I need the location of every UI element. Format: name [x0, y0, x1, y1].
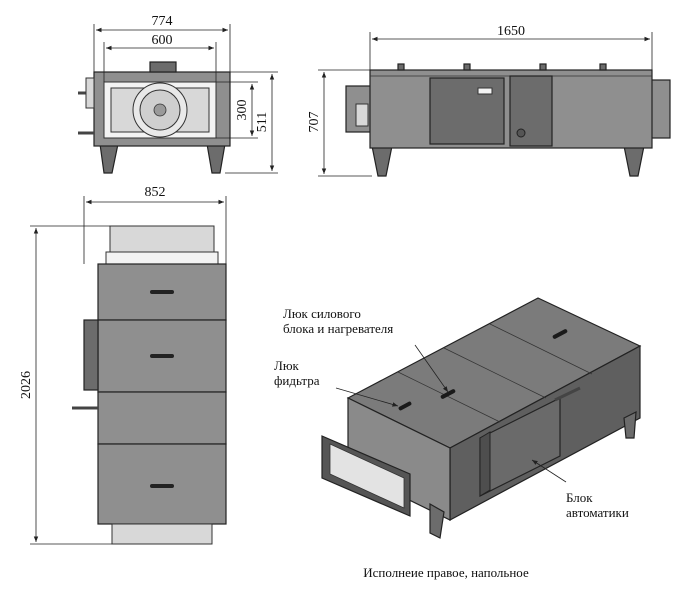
drawing-caption: Исполнеие правое, напольное: [363, 565, 529, 580]
front-left-leg: [99, 143, 119, 174]
callout-automation-block: Блок автоматики: [566, 490, 629, 520]
callout-power-hatch: Люк силового блока и нагревателя: [283, 306, 393, 336]
top-duct: [109, 225, 215, 253]
top-section-3: [97, 391, 227, 445]
callout-filter-hatch: Люк фидьтра: [274, 358, 320, 388]
isometric-view: [321, 297, 642, 539]
fan-hub: [153, 103, 167, 117]
dim-front-outer-height: 511: [255, 112, 270, 132]
dim-top-width: 852: [145, 185, 166, 200]
dim-side-length: 1650: [497, 24, 525, 39]
dim-front-inner-width: 600: [152, 33, 173, 48]
side-automation-box: [509, 75, 553, 147]
side-duct-right: [649, 79, 671, 139]
dim-front-outer-width: 774: [152, 14, 173, 29]
side-view: 1650 707: [307, 24, 671, 177]
top-view: 852 2026: [19, 185, 227, 545]
side-door-panel: [429, 77, 505, 145]
callout-power-line1: Люк силового: [283, 306, 361, 321]
top-base: [111, 523, 213, 545]
dim-side-height: 707: [307, 112, 322, 133]
callout-power-line2: блока и нагревателя: [283, 321, 393, 336]
dim-top-length: 2026: [19, 371, 34, 399]
dim-front-inner-height: 300: [235, 100, 250, 121]
front-right-leg: [206, 143, 226, 174]
front-handle: [149, 61, 177, 73]
front-view: 774 600 300 511: [78, 14, 278, 174]
